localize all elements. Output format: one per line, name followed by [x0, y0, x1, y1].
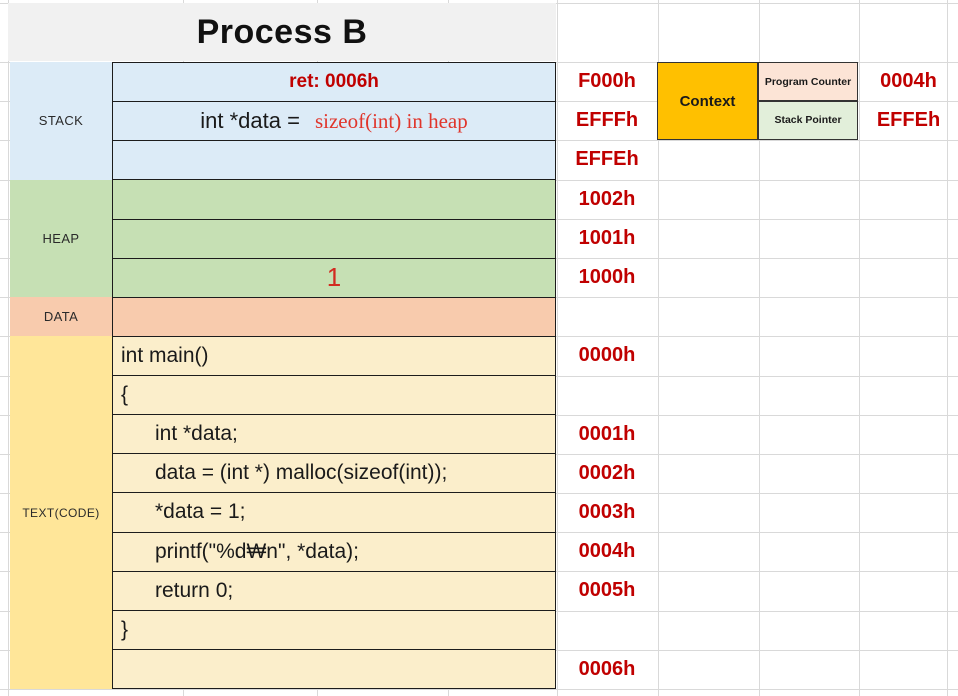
address-cell[interactable]: EFFEh	[556, 140, 658, 179]
program-counter-label: Program Counter	[764, 75, 852, 88]
code-line-assign[interactable]: *data = 1;	[113, 493, 555, 533]
address-text: EFFEh	[575, 148, 639, 171]
memory-cell-heap-1001[interactable]	[113, 219, 555, 259]
address-cell[interactable]: 0004h	[556, 532, 658, 571]
code-text: }	[121, 617, 129, 641]
address-text: 0002h	[578, 461, 636, 484]
code-line-malloc[interactable]: data = (int *) malloc(sizeof(int));	[113, 454, 555, 494]
program-counter-value-cell[interactable]: 0004h	[859, 62, 958, 101]
gridline	[8, 0, 9, 696]
process-title-cell[interactable]: Process B	[8, 3, 556, 61]
address-cell[interactable]: 1002h	[556, 180, 658, 219]
code-text: data = (int *) malloc(sizeof(int));	[155, 461, 448, 485]
code-line-return[interactable]: return 0;	[113, 571, 555, 611]
memory-cell-data-pointer[interactable]: int *data = sizeof(int) in heap	[113, 102, 555, 142]
context-label: Context	[679, 92, 736, 110]
code-line-declare[interactable]: int *data;	[113, 415, 555, 455]
address-cell[interactable]: 1001h	[556, 219, 658, 258]
address-text: 0001h	[578, 422, 636, 445]
stack-label: STACK	[38, 113, 84, 129]
gridline	[859, 0, 860, 696]
address-text: 0000h	[578, 344, 636, 367]
address-text: EFFFh	[575, 109, 639, 132]
address-text: 1002h	[578, 187, 636, 210]
pointer-decl-text: int *data =	[200, 108, 300, 134]
address-text: 1000h	[578, 266, 636, 289]
gridline	[947, 0, 948, 696]
address-cell[interactable]: F000h	[556, 62, 658, 101]
address-cell[interactable]: 0000h	[556, 336, 658, 375]
memory-cell-heap-1000[interactable]: 1	[113, 258, 555, 298]
memory-cell-heap-1002[interactable]	[113, 180, 555, 220]
memory-cells-column: ret: 0006h int *data = sizeof(int) in he…	[112, 62, 556, 689]
code-text: *data = 1;	[155, 500, 246, 524]
stack-pointer-value: EFFEh	[876, 109, 941, 132]
address-cell[interactable]: EFFFh	[556, 101, 658, 140]
address-text: 0005h	[578, 579, 636, 602]
memory-cell-data-section[interactable]	[113, 297, 555, 337]
section-label-heap[interactable]: HEAP	[10, 179, 112, 298]
code-text: return 0;	[155, 578, 234, 602]
program-counter-box[interactable]: Program Counter	[758, 62, 858, 102]
address-text: 0003h	[578, 501, 636, 524]
section-label-stack[interactable]: STACK	[10, 62, 112, 180]
stack-pointer-label: Stack Pointer	[774, 114, 842, 127]
memory-cell-stack-empty[interactable]	[113, 141, 555, 181]
memory-cell-ret[interactable]: ret: 0006h	[113, 63, 555, 103]
stack-pointer-value-cell[interactable]: EFFEh	[859, 101, 958, 140]
address-cell[interactable]: 1000h	[556, 258, 658, 297]
address-cell[interactable]: 0002h	[556, 454, 658, 493]
address-cell[interactable]: 0006h	[556, 650, 658, 689]
code-text: int *data;	[155, 422, 238, 446]
page-title: Process B	[196, 12, 368, 51]
code-line-end-empty[interactable]	[113, 649, 555, 688]
code-text: printf("%d₩n", *data);	[155, 539, 359, 563]
code-line-close-brace[interactable]: }	[113, 610, 555, 650]
code-text: {	[121, 383, 129, 407]
heap-label: HEAP	[42, 230, 80, 246]
gridline	[759, 0, 760, 696]
code-text: int main()	[121, 343, 209, 367]
address-text: F000h	[578, 70, 636, 93]
ret-value-text: ret: 0006h	[289, 71, 379, 93]
text-code-label: TEXT(CODE)	[22, 505, 100, 520]
context-box[interactable]: Context	[657, 62, 758, 141]
gridline	[557, 0, 558, 696]
address-cell[interactable]: 0001h	[556, 415, 658, 454]
program-counter-value: 0004h	[880, 70, 937, 93]
gridline	[658, 0, 659, 696]
code-line-int-main[interactable]: int main()	[113, 336, 555, 376]
address-cell[interactable]: 0005h	[556, 571, 658, 610]
address-text: 0006h	[578, 657, 636, 680]
gridline	[0, 689, 958, 690]
stack-pointer-box[interactable]: Stack Pointer	[758, 100, 858, 141]
section-label-text-code[interactable]: TEXT(CODE)	[10, 336, 112, 689]
heap-value-text: 1	[326, 262, 342, 293]
address-cell[interactable]: 0003h	[556, 493, 658, 532]
address-text: 0004h	[578, 540, 636, 563]
pointer-annotation-text: sizeof(int) in heap	[314, 108, 468, 133]
code-line-open-brace[interactable]: {	[113, 376, 555, 416]
address-text: 1001h	[578, 226, 636, 249]
code-line-printf[interactable]: printf("%d₩n", *data);	[113, 532, 555, 572]
data-label: DATA	[43, 309, 79, 325]
section-label-data[interactable]: DATA	[10, 297, 112, 337]
